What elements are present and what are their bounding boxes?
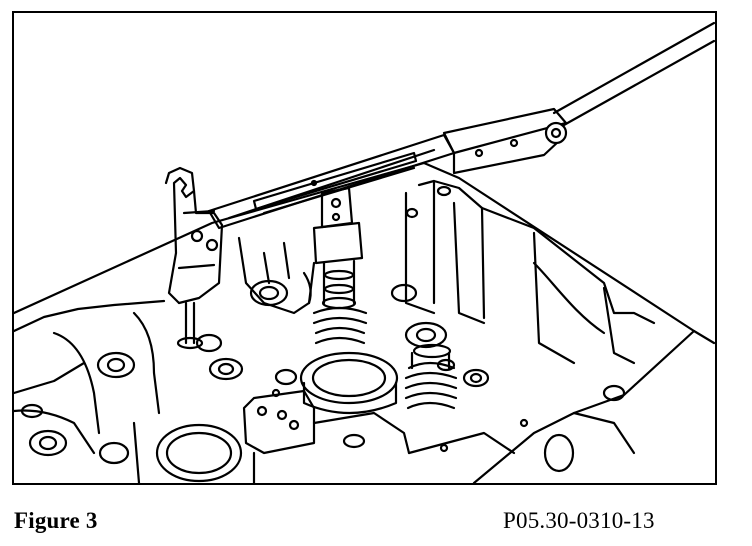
valve-spring-left — [299, 351, 399, 415]
compressor-lever-handle — [442, 21, 715, 175]
valve-spring-compressor — [312, 186, 368, 345]
cam-tower — [237, 236, 316, 398]
cylinder-head-housing-wall — [404, 179, 656, 365]
cylinder-head-lower-structure — [14, 311, 636, 483]
valve-spring-right — [404, 343, 458, 410]
cylinder-head-valve-spring-compressor-drawing — [14, 21, 715, 483]
illustration-frame — [12, 11, 717, 485]
figure-reference-code: P05.30-0310-13 — [503, 508, 655, 533]
cylinder-head-bosses — [96, 279, 626, 473]
compressor-hook-tool — [164, 166, 224, 350]
figure-caption-label: Figure 3 — [14, 508, 98, 533]
